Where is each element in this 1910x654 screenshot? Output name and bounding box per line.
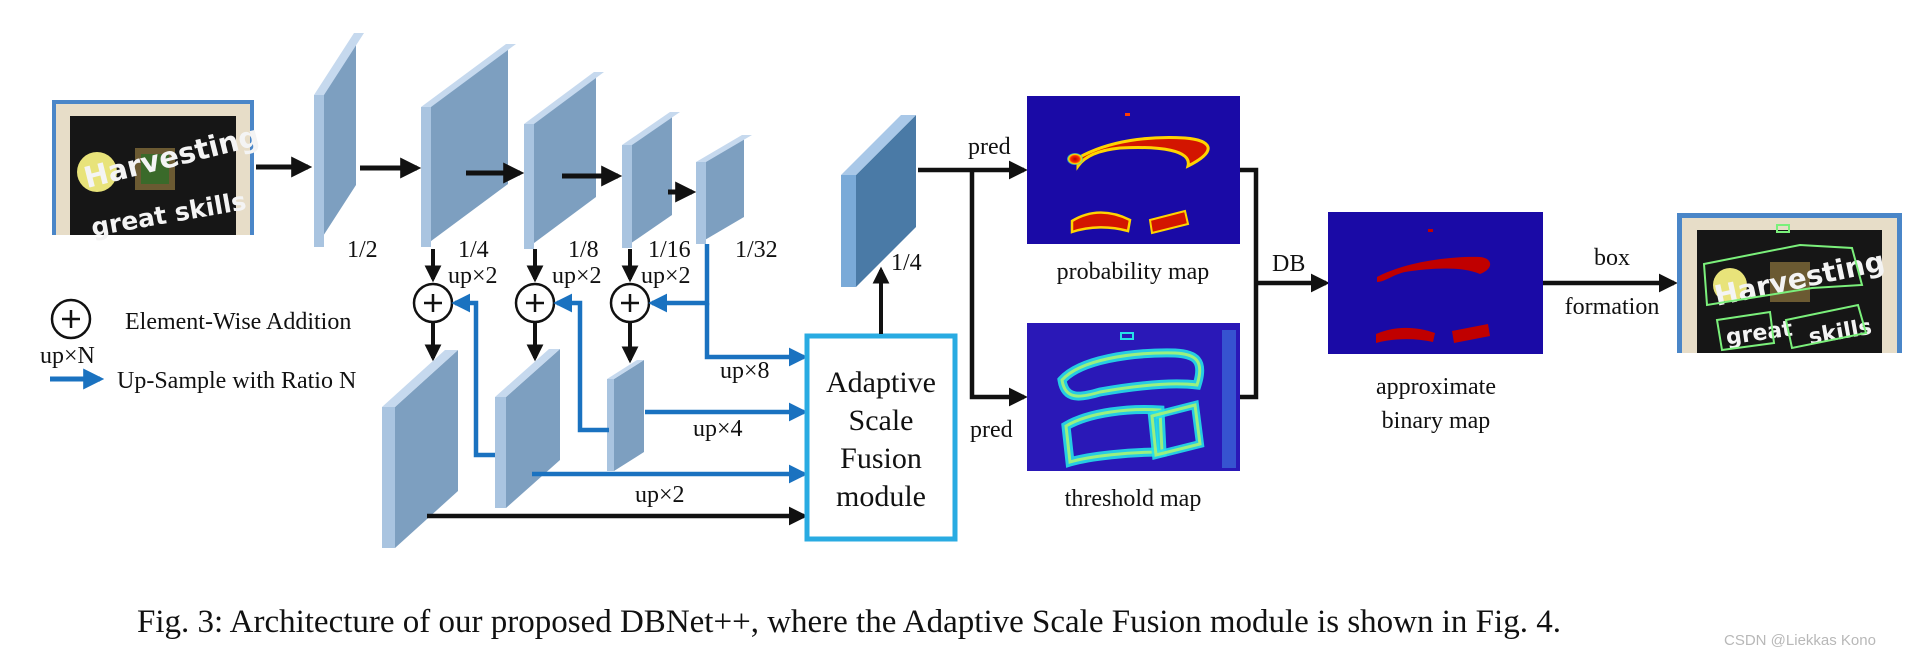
- probability-map-label: probability map: [1057, 259, 1210, 285]
- asf-input-label-up8: up×8: [720, 358, 770, 384]
- scale-label-1-2: 1/2: [347, 237, 378, 263]
- asf-module-line-3: Fusion: [840, 442, 922, 475]
- pred-arrows: [918, 160, 1028, 407]
- pred-label-bottom: pred: [970, 417, 1013, 443]
- backbone-block-1-16: [622, 112, 680, 248]
- upsample-label-1: up×2: [448, 263, 498, 289]
- legend: Element-Wise Addition up×N Up-Sample wit…: [40, 298, 356, 394]
- output-image: Harvesting great skills: [1677, 213, 1902, 353]
- binary-map-label-1: approximate: [1376, 374, 1496, 400]
- box-formation-label-2: formation: [1565, 294, 1660, 320]
- addition-node-2: [514, 282, 556, 324]
- backbone-block-1-8: [524, 72, 604, 249]
- addition-node-3: [609, 282, 651, 324]
- backbone-arrows: [256, 156, 697, 203]
- fused-feature-scale: 1/4: [891, 250, 922, 276]
- legend-upsample-label: Up-Sample with Ratio N: [117, 368, 356, 394]
- asf-module: Adaptive Scale Fusion module: [804, 333, 958, 542]
- addition-node-1: [412, 282, 454, 324]
- legend-addition-icon: [50, 298, 92, 340]
- backbone-block-1-4: [421, 44, 516, 247]
- asf-input-label-up4: up×4: [693, 416, 743, 442]
- fpn-block-1-8: [495, 349, 560, 508]
- asf-module-line-4: module: [836, 480, 926, 513]
- lateral-down-arrows: [424, 249, 639, 283]
- asf-input-label-up2: up×2: [635, 482, 685, 508]
- legend-upsample-symbol: up×N: [40, 343, 95, 369]
- box-formation-label-1: box: [1594, 245, 1630, 271]
- asf-module-line-1: Adaptive: [826, 366, 936, 399]
- detected-text-boxes: [1702, 224, 1868, 352]
- input-image: Harvesting great skills: [52, 100, 262, 242]
- fpn-block-1-4: [382, 350, 458, 548]
- pred-label-top: pred: [968, 134, 1011, 160]
- db-merge-lines: [1240, 167, 1330, 400]
- watermark: CSDN @Liekkas Kono: [1724, 632, 1876, 649]
- figure-caption: Fig. 3: Architecture of our proposed DBN…: [137, 604, 1561, 640]
- scale-label-1-32: 1/32: [735, 237, 778, 263]
- db-label: DB: [1272, 251, 1305, 277]
- scale-label-1-4: 1/4: [458, 237, 489, 263]
- backbone-block-1-32: [696, 135, 752, 244]
- fused-feature-block: [841, 115, 916, 287]
- scale-label-1-16: 1/16: [648, 237, 691, 263]
- asf-input-arrows: [532, 303, 808, 484]
- asf-module-line-2: Scale: [849, 404, 914, 437]
- backbone-block-1-2: [314, 33, 364, 247]
- upsample-label-2: up×2: [552, 263, 602, 289]
- probability-map-image: [1027, 96, 1240, 244]
- fpn-down-arrows: [424, 322, 639, 364]
- threshold-map-label: threshold map: [1065, 486, 1202, 512]
- threshold-map-image: [1027, 323, 1240, 471]
- legend-addition-label: Element-Wise Addition: [125, 309, 351, 335]
- fpn-block-1-16: [607, 360, 644, 471]
- binary-map-label-2: binary map: [1382, 408, 1491, 434]
- upsample-label-3: up×2: [641, 263, 691, 289]
- binary-map-image: [1328, 212, 1543, 354]
- scale-label-1-8: 1/8: [568, 237, 599, 263]
